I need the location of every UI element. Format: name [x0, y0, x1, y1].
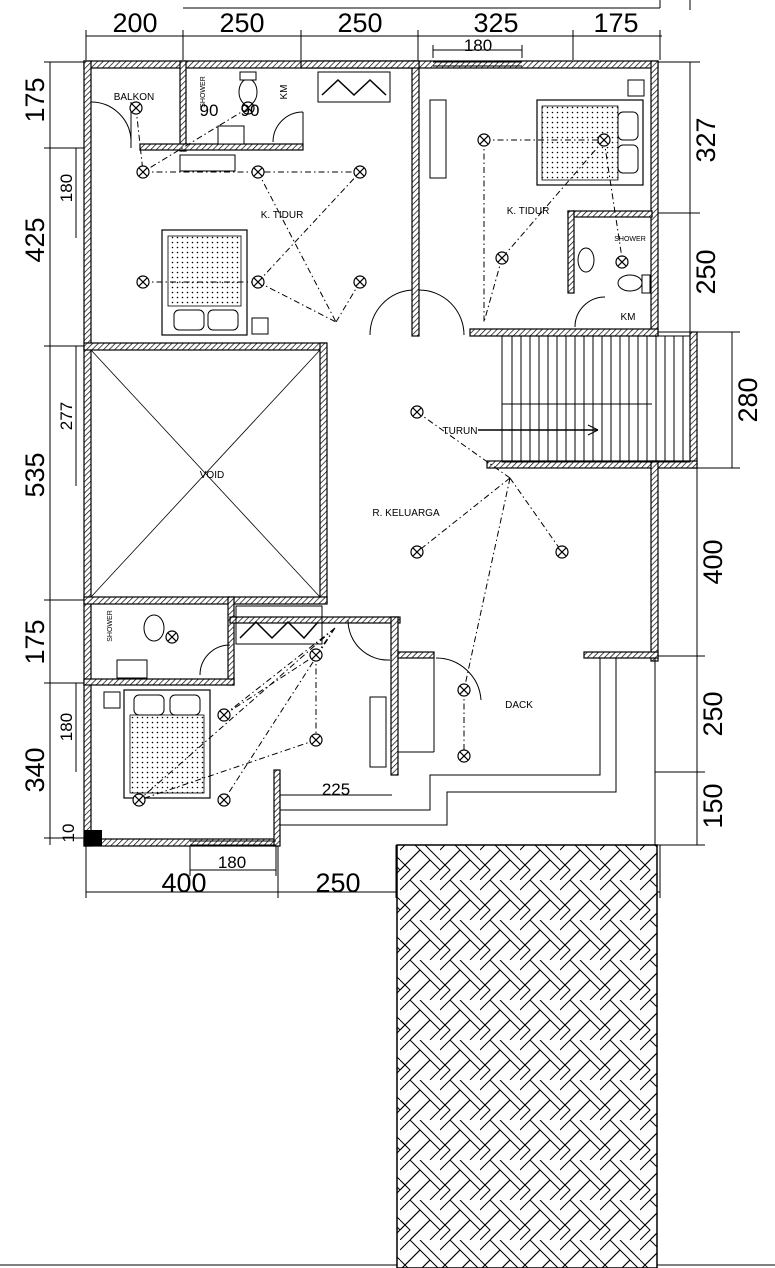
room-label-shower-top: SHOWER: [200, 76, 207, 108]
room-label-km-right: KM: [621, 312, 636, 323]
dim-top-325: 325: [473, 8, 518, 38]
stair-label-turun: TURUN: [443, 426, 478, 437]
wardrobe-top: [317, 71, 391, 103]
room-label-shower-right: SHOWER: [614, 236, 646, 243]
bed-bottom-left: [103, 689, 387, 799]
dim-bottom-window-180: 180: [218, 853, 246, 872]
dim-right-250b: 250: [698, 691, 728, 736]
dim-right-280: 280: [733, 377, 763, 422]
dim-bottom-400: 400: [161, 868, 206, 898]
room-label-r-keluarga: R. KELUARGA: [372, 508, 440, 519]
dim-toilet-90b: 90: [241, 101, 260, 120]
room-label-shower-bottom: SHOWER: [107, 610, 114, 642]
doors: [90, 101, 606, 701]
bed-top-right: [429, 79, 645, 186]
room-label-balkon: BALKON: [114, 92, 155, 103]
wardrobe-bottom: [235, 605, 323, 645]
electrical-wiring: [135, 107, 623, 801]
dim-left-535: 535: [20, 452, 50, 497]
dim-top-250a: 250: [219, 8, 264, 38]
dim-top-250b: 250: [337, 8, 382, 38]
dim-toilet-90a: 90: [200, 101, 219, 120]
dim-left-175a: 175: [20, 77, 50, 122]
dim-top-200: 200: [112, 8, 157, 38]
dim-top-175: 175: [593, 8, 638, 38]
dim-right-250a: 250: [691, 249, 721, 294]
dim-right-150: 150: [698, 783, 728, 828]
left-dimension-line: [44, 61, 90, 845]
room-label-k-tidur-right: K. TIDUR: [507, 206, 550, 217]
dack-steps: [280, 658, 656, 845]
room-label-km-top: KM: [279, 85, 290, 100]
dim-right-327: 327: [691, 117, 721, 162]
dim-left-340: 340: [20, 747, 50, 792]
dim-left-inner-180b: 180: [57, 713, 76, 741]
driveway-paving: [396, 844, 658, 1268]
bed-top-left: [161, 154, 269, 336]
bath-fixtures: [116, 71, 651, 679]
dim-left-inner-277: 277: [57, 402, 76, 430]
dim-bottom-250: 250: [315, 868, 360, 898]
room-label-k-tidur-left: K. TIDUR: [261, 210, 304, 221]
room-label-dack: DACK: [505, 700, 533, 711]
dim-inner-225: 225: [322, 780, 350, 799]
dim-top-window-180: 180: [464, 36, 492, 55]
dim-right-400: 400: [698, 539, 728, 584]
top-dimension-line: [85, 30, 662, 60]
windows: [190, 61, 522, 846]
dim-left-10: 10: [59, 824, 78, 843]
dim-left-175b: 175: [20, 619, 50, 664]
staircase: [478, 335, 691, 463]
void-cross: [90, 349, 321, 598]
room-label-void: VOID: [200, 470, 224, 481]
walls: [83, 60, 698, 847]
dim-left-inner-180a: 180: [57, 174, 76, 202]
dim-left-425: 425: [20, 217, 50, 262]
right-dimension-line: [655, 61, 740, 846]
